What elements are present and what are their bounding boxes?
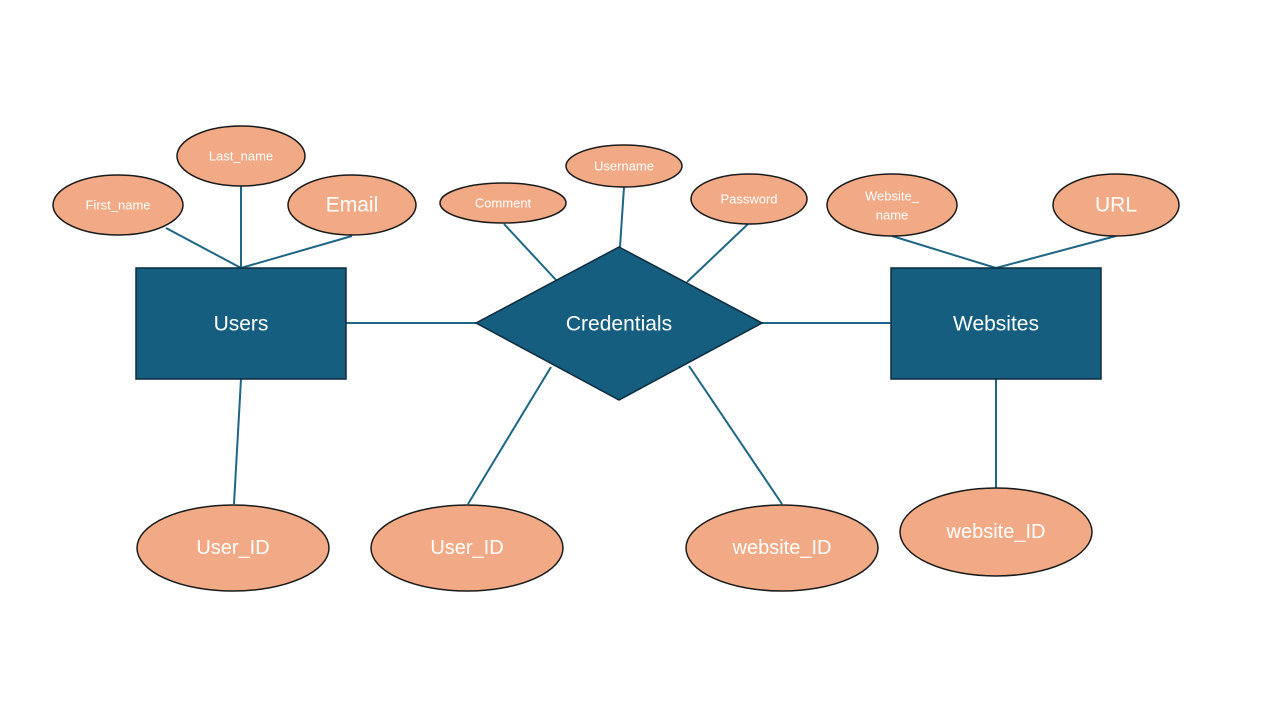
attribute-credentials-comment-ellipse xyxy=(439,182,567,224)
attribute-websites-name[interactable]: Website_ name xyxy=(826,173,958,237)
attribute-websites-website-id[interactable]: website_ID xyxy=(899,487,1093,577)
relationship-credentials-label: Credentials xyxy=(566,313,672,336)
attribute-websites-name-ellipse xyxy=(826,173,958,237)
connector-credentials-comment xyxy=(503,223,557,281)
attribute-users-user-id-ellipse xyxy=(136,504,330,592)
connector-users-user-id xyxy=(233,378,242,505)
connector-credentials-website-id xyxy=(688,365,783,505)
entity-websites-box xyxy=(890,267,1102,380)
attribute-credentials-user-id-label: User_ID xyxy=(430,537,503,559)
attribute-users-first-name-label: First_name xyxy=(85,198,150,213)
attribute-users-user-id-label: User_ID xyxy=(196,537,269,559)
attribute-users-email-label: Email xyxy=(326,194,379,217)
attribute-credentials-username-ellipse xyxy=(565,144,683,188)
attribute-websites-url-ellipse xyxy=(1052,173,1180,237)
attribute-websites-url[interactable]: URL xyxy=(1052,173,1180,237)
connectors xyxy=(165,186,1117,505)
attribute-users-first-name[interactable]: First_name xyxy=(52,174,184,236)
entity-websites-label: Websites xyxy=(953,313,1039,336)
connector-users-email xyxy=(240,235,353,269)
attribute-credentials-username-label: Username xyxy=(594,159,654,174)
attribute-websites-name-label-line1: Website_ xyxy=(865,189,920,204)
attribute-credentials-username[interactable]: Username xyxy=(565,144,683,188)
attribute-credentials-user-id-ellipse xyxy=(370,504,564,592)
attribute-users-user-id[interactable]: User_ID xyxy=(136,504,330,592)
entity-users-label: Users xyxy=(214,313,269,336)
attribute-credentials-password-label: Password xyxy=(720,192,777,207)
connector-credentials-user-id xyxy=(467,366,552,505)
attribute-credentials-comment[interactable]: Comment xyxy=(439,182,567,224)
attribute-credentials-website-id-label: website_ID xyxy=(732,537,832,559)
attribute-credentials-password[interactable]: Password xyxy=(690,173,808,225)
attribute-credentials-website-id[interactable]: website_ID xyxy=(685,504,879,592)
entity-users-box xyxy=(135,267,347,380)
attribute-users-last-name-ellipse xyxy=(176,125,306,187)
attribute-websites-name-label-line2: name xyxy=(876,208,909,223)
connector-websites-url xyxy=(995,235,1117,269)
connector-credentials-username xyxy=(619,186,625,248)
attribute-credentials-website-id-ellipse xyxy=(685,504,879,592)
attribute-users-last-name[interactable]: Last_name xyxy=(176,125,306,187)
relationship-credentials-diamond xyxy=(474,246,764,401)
attribute-users-email-ellipse xyxy=(287,174,417,236)
entity-websites[interactable]: Websites xyxy=(890,267,1102,380)
connector-websites-name xyxy=(891,235,997,269)
connector-users-first-name xyxy=(165,227,242,269)
attribute-users-first-name-ellipse xyxy=(52,174,184,236)
attribute-websites-website-id-label: website_ID xyxy=(946,521,1046,543)
relationship-credentials[interactable]: Credentials xyxy=(474,246,764,401)
attribute-websites-url-label: URL xyxy=(1095,194,1137,217)
attribute-credentials-password-ellipse xyxy=(690,173,808,225)
entity-users[interactable]: Users xyxy=(135,267,347,380)
attribute-users-email[interactable]: Email xyxy=(287,174,417,236)
connector-credentials-password xyxy=(686,223,749,283)
attribute-credentials-user-id[interactable]: User_ID xyxy=(370,504,564,592)
attribute-users-last-name-label: Last_name xyxy=(209,149,273,164)
attribute-credentials-comment-label: Comment xyxy=(475,196,532,211)
attribute-websites-website-id-ellipse xyxy=(899,487,1093,577)
